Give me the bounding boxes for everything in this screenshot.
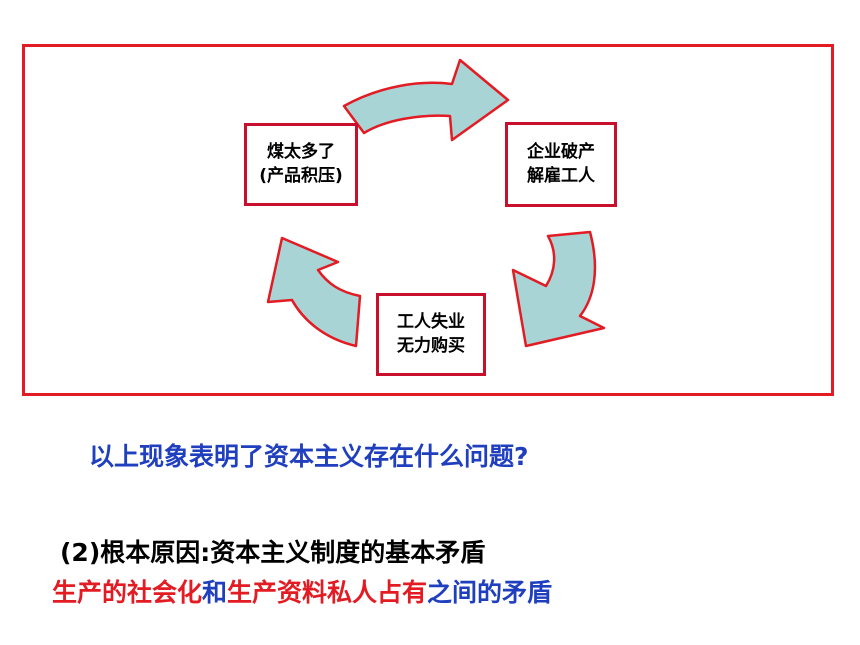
question-text: 以上现象表明了资本主义存在什么问题? <box>89 442 529 471</box>
contradiction-part3: 生产资料私人占有 <box>227 578 428 607</box>
node-company-line1: 企业破产 <box>527 141 595 162</box>
node-workers-line1: 工人失业 <box>397 311 465 332</box>
root-cause-text: (2)根本原因:资本主义制度的基本矛盾 <box>60 538 486 567</box>
diagram-frame <box>22 44 834 396</box>
node-workers-line2: 无力购买 <box>397 335 465 356</box>
contradiction-text: 生产的社会化和生产资料私人占有之间的矛盾 <box>52 573 552 609</box>
node-workers-unemployed: 工人失业 无力购买 <box>376 293 486 376</box>
node-coal-surplus: 煤太多了 (产品积压) <box>244 123 358 206</box>
contradiction-part4: 之间的矛盾 <box>427 578 553 607</box>
arrow-coal-to-company <box>342 58 510 142</box>
node-coal-line1: 煤太多了 <box>267 141 335 162</box>
arrow-workers-to-coal <box>266 236 362 348</box>
contradiction-part1: 生产的社会化 <box>52 578 203 607</box>
node-company-line2: 解雇工人 <box>527 165 595 186</box>
node-coal-line2: (产品积压) <box>259 165 343 186</box>
node-company-bankrupt: 企业破产 解雇工人 <box>505 122 617 207</box>
arrow-company-to-workers <box>511 230 606 348</box>
contradiction-part2: 和 <box>202 578 228 607</box>
